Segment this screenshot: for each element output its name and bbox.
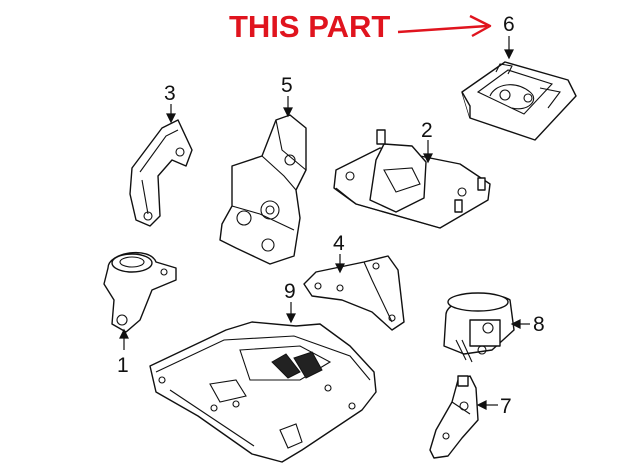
part-2-mount[interactable] [333,129,491,229]
callout-5: 5 [281,74,293,97]
part-9-shield[interactable] [149,321,377,463]
callout-4: 4 [333,232,345,255]
callout-3: 3 [164,82,176,105]
part-4-bracket[interactable] [303,255,405,331]
callout-9: 9 [284,280,296,303]
part-6-bracket[interactable] [461,61,577,141]
callout-1: 1 [117,354,129,377]
callout-8: 8 [533,313,545,336]
callout-2: 2 [421,119,433,142]
part-3-bracket[interactable] [129,119,193,227]
callout-7: 7 [500,395,512,418]
part-8-mount[interactable] [443,292,515,363]
part-5-mount[interactable] [219,114,307,265]
annotation-arrow-line [397,24,488,34]
part-1-mount[interactable] [103,251,177,333]
annotation-arrow-head [469,14,492,38]
annotation-text: THIS PART [229,9,390,44]
part-7-bracket[interactable] [429,375,479,459]
annotation: THIS PART [229,9,492,44]
callout-leaders [119,36,530,410]
callout-6: 6 [503,13,515,36]
